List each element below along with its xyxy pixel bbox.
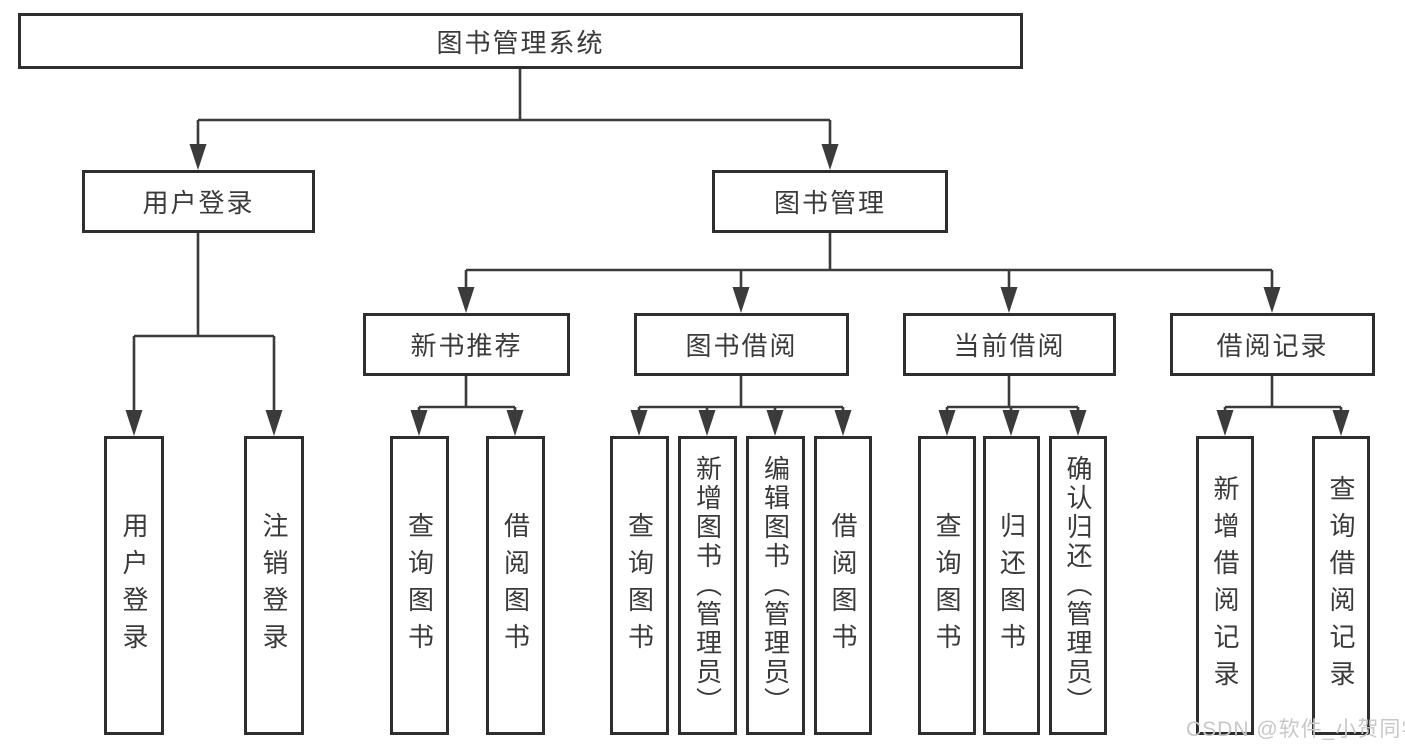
node-label: 借阅记录: [1216, 331, 1329, 361]
arrow-down-icon: [125, 410, 143, 436]
node-library-management-system: 图书管理系统: [18, 13, 1023, 69]
arrow-down-icon: [1332, 410, 1350, 436]
node-leaf-edit-books-admin: 编辑图书（管理员）: [746, 436, 805, 735]
node-label: 新书推荐: [410, 331, 523, 361]
node-leaf-query-borrow-record: 查询借阅记录: [1312, 436, 1370, 735]
arrow-down-icon: [457, 287, 475, 313]
arrow-down-icon: [1000, 287, 1018, 313]
arrowheads: [125, 144, 1350, 436]
node-leaf-query-books-recommend: 查询图书: [390, 436, 449, 735]
node-label: 新增图书（管理员）: [692, 455, 723, 716]
arrow-down-icon: [938, 410, 956, 436]
arrow-down-icon: [189, 144, 207, 170]
tree-branches: [132, 69, 1343, 412]
node-leaf-borrow-books-recommend: 借阅图书: [486, 436, 545, 735]
node-leaf-query-books-current: 查询图书: [918, 436, 976, 735]
node-borrowing-records: 借阅记录: [1170, 313, 1375, 376]
node-user-login: 用户登录: [82, 170, 315, 233]
node-leaf-logout: 注销登录: [244, 436, 304, 735]
node-label: 借阅图书: [500, 511, 531, 660]
arrow-down-icon: [834, 410, 852, 436]
node-label: 注销登录: [259, 511, 289, 660]
node-label: 查询借阅记录: [1326, 474, 1356, 697]
node-label: 确认归还（管理员）: [1063, 455, 1093, 716]
node-leaf-user-login: 用户登录: [104, 436, 164, 735]
arrow-down-icon: [698, 410, 716, 436]
arrow-down-icon: [506, 410, 524, 436]
node-label: 查询图书: [404, 511, 435, 660]
node-current-borrowing: 当前借阅: [903, 313, 1116, 376]
node-leaf-query-books-borrow: 查询图书: [610, 436, 669, 735]
arrow-down-icon: [732, 287, 750, 313]
node-label: 当前借阅: [953, 331, 1066, 361]
arrow-down-icon: [1263, 287, 1281, 313]
node-label: 图书管理系统: [436, 27, 605, 58]
node-label: 图书借阅: [685, 331, 798, 361]
node-leaf-return-books: 归还图书: [983, 436, 1040, 735]
node-label: 用户登录: [119, 511, 149, 660]
node-label: 查询图书: [932, 511, 962, 660]
node-label: 图书管理: [773, 188, 886, 218]
arrow-down-icon: [1069, 410, 1087, 436]
node-label: 查询图书: [624, 511, 655, 660]
node-new-book-recommendation: 新书推荐: [363, 313, 570, 376]
node-leaf-add-borrow-record: 新增借阅记录: [1196, 436, 1254, 735]
arrow-down-icon: [410, 410, 428, 436]
node-label: 用户登录: [142, 188, 255, 218]
node-leaf-confirm-return-admin: 确认归还（管理员）: [1049, 436, 1107, 735]
arrow-down-icon: [265, 410, 283, 436]
node-label: 新增借阅记录: [1210, 474, 1240, 697]
node-leaf-add-books-admin: 新增图书（管理员）: [678, 436, 737, 735]
arrow-down-icon: [766, 410, 784, 436]
arrow-down-icon: [1216, 410, 1234, 436]
arrow-down-icon: [821, 144, 839, 170]
node-book-borrowing: 图书借阅: [634, 313, 849, 376]
node-leaf-borrow-books: 借阅图书: [814, 436, 872, 735]
arrow-down-icon: [1002, 410, 1020, 436]
arrow-down-icon: [630, 410, 648, 436]
node-label: 归还图书: [996, 511, 1027, 660]
node-label: 编辑图书（管理员）: [760, 455, 791, 716]
node-label: 借阅图书: [828, 511, 858, 660]
node-book-management: 图书管理: [712, 170, 948, 233]
csdn-watermark: CSDN @软件_小贺同学: [1186, 718, 1405, 741]
